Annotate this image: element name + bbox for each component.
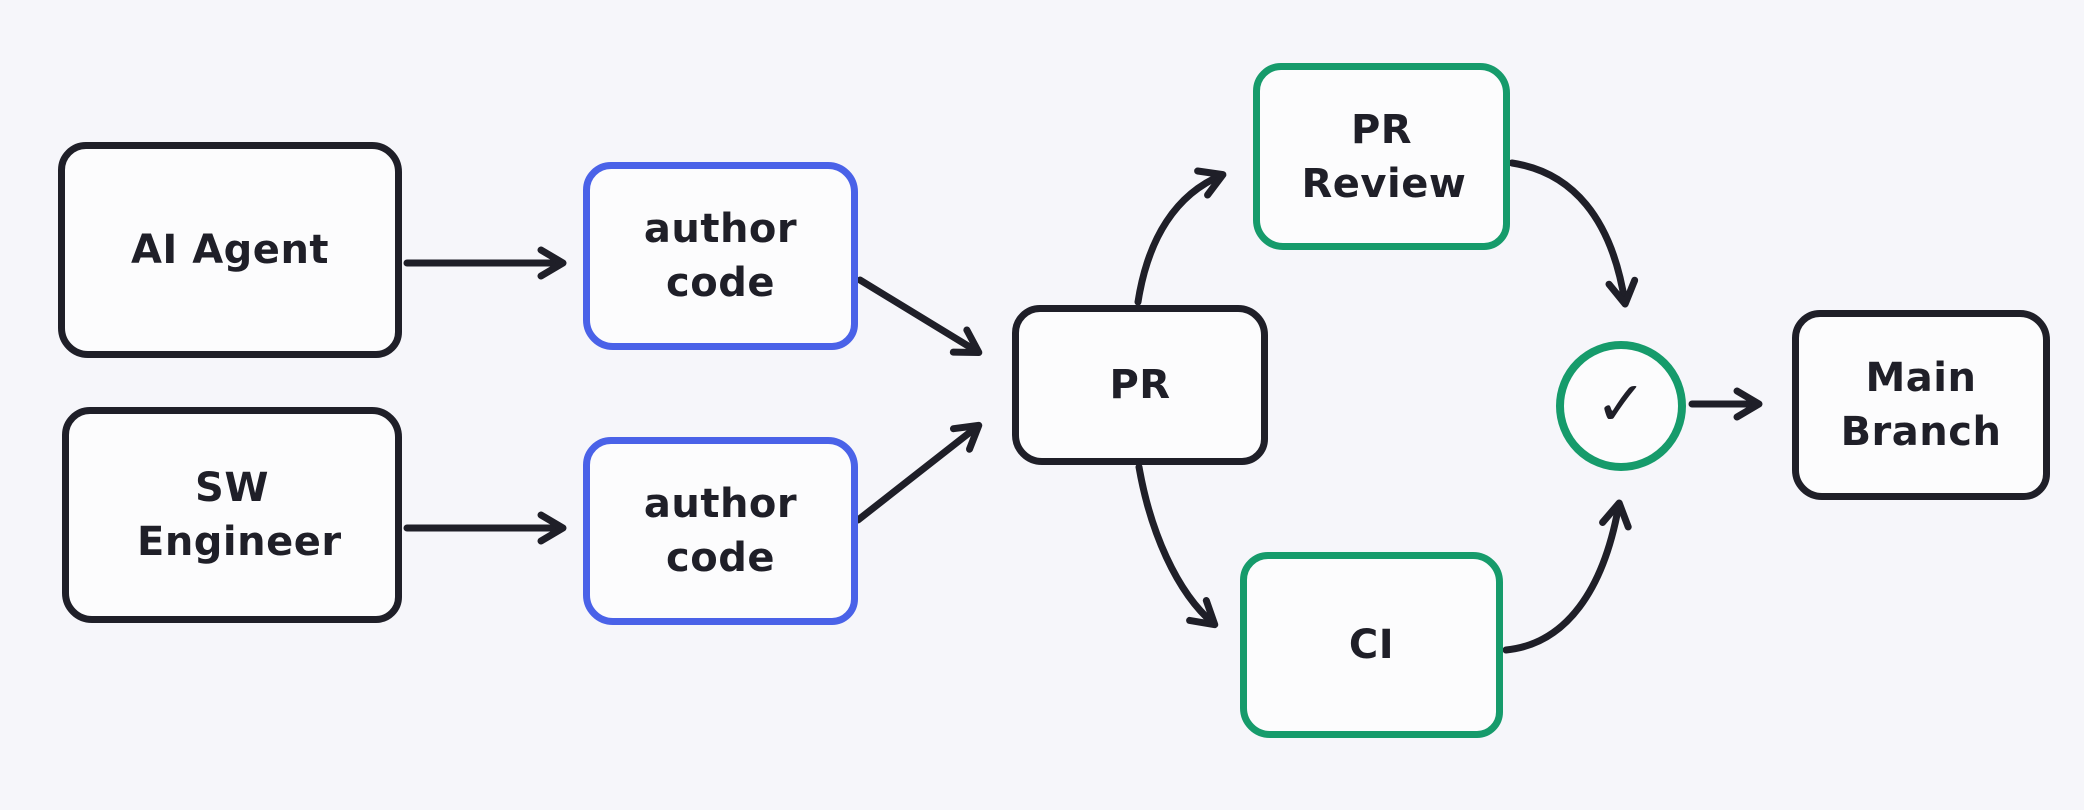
node-sw-engineer-label: SW Engineer [137, 465, 342, 565]
node-ai-agent: AI Agent [58, 142, 402, 358]
node-pr-review: PR Review [1253, 63, 1510, 250]
node-ai-agent-label: AI Agent [130, 227, 330, 273]
arrow-ci-to-check [1502, 499, 1632, 654]
node-author-code-top: author code [583, 162, 858, 350]
arrow-pr-to-ci [1135, 463, 1219, 629]
node-pr-review-label: PR Review [1301, 106, 1467, 207]
arrow-pr-review-to-check [1508, 159, 1639, 308]
arrow-author-code-top-to-pr [856, 276, 983, 357]
node-pr: PR [1012, 305, 1268, 465]
node-author-code-bottom: author code [583, 437, 858, 625]
check-icon: ✓ [1595, 366, 1647, 440]
node-ci-label: CI [1348, 622, 1395, 668]
node-main-branch-label: Main Branch [1840, 355, 2002, 455]
node-author-code-bottom-label: author code [643, 481, 798, 581]
arrow-pr-to-pr-review [1134, 167, 1227, 306]
node-sw-engineer: SW Engineer [62, 407, 402, 623]
node-main-branch: Main Branch [1792, 310, 2050, 500]
node-author-code-top-label: author code [643, 206, 798, 306]
node-pr-label: PR [1109, 362, 1171, 408]
node-ci: CI [1240, 552, 1503, 738]
arrow-author-code-bottom-to-pr [854, 421, 983, 524]
node-check-circle: ✓ [1556, 341, 1686, 471]
